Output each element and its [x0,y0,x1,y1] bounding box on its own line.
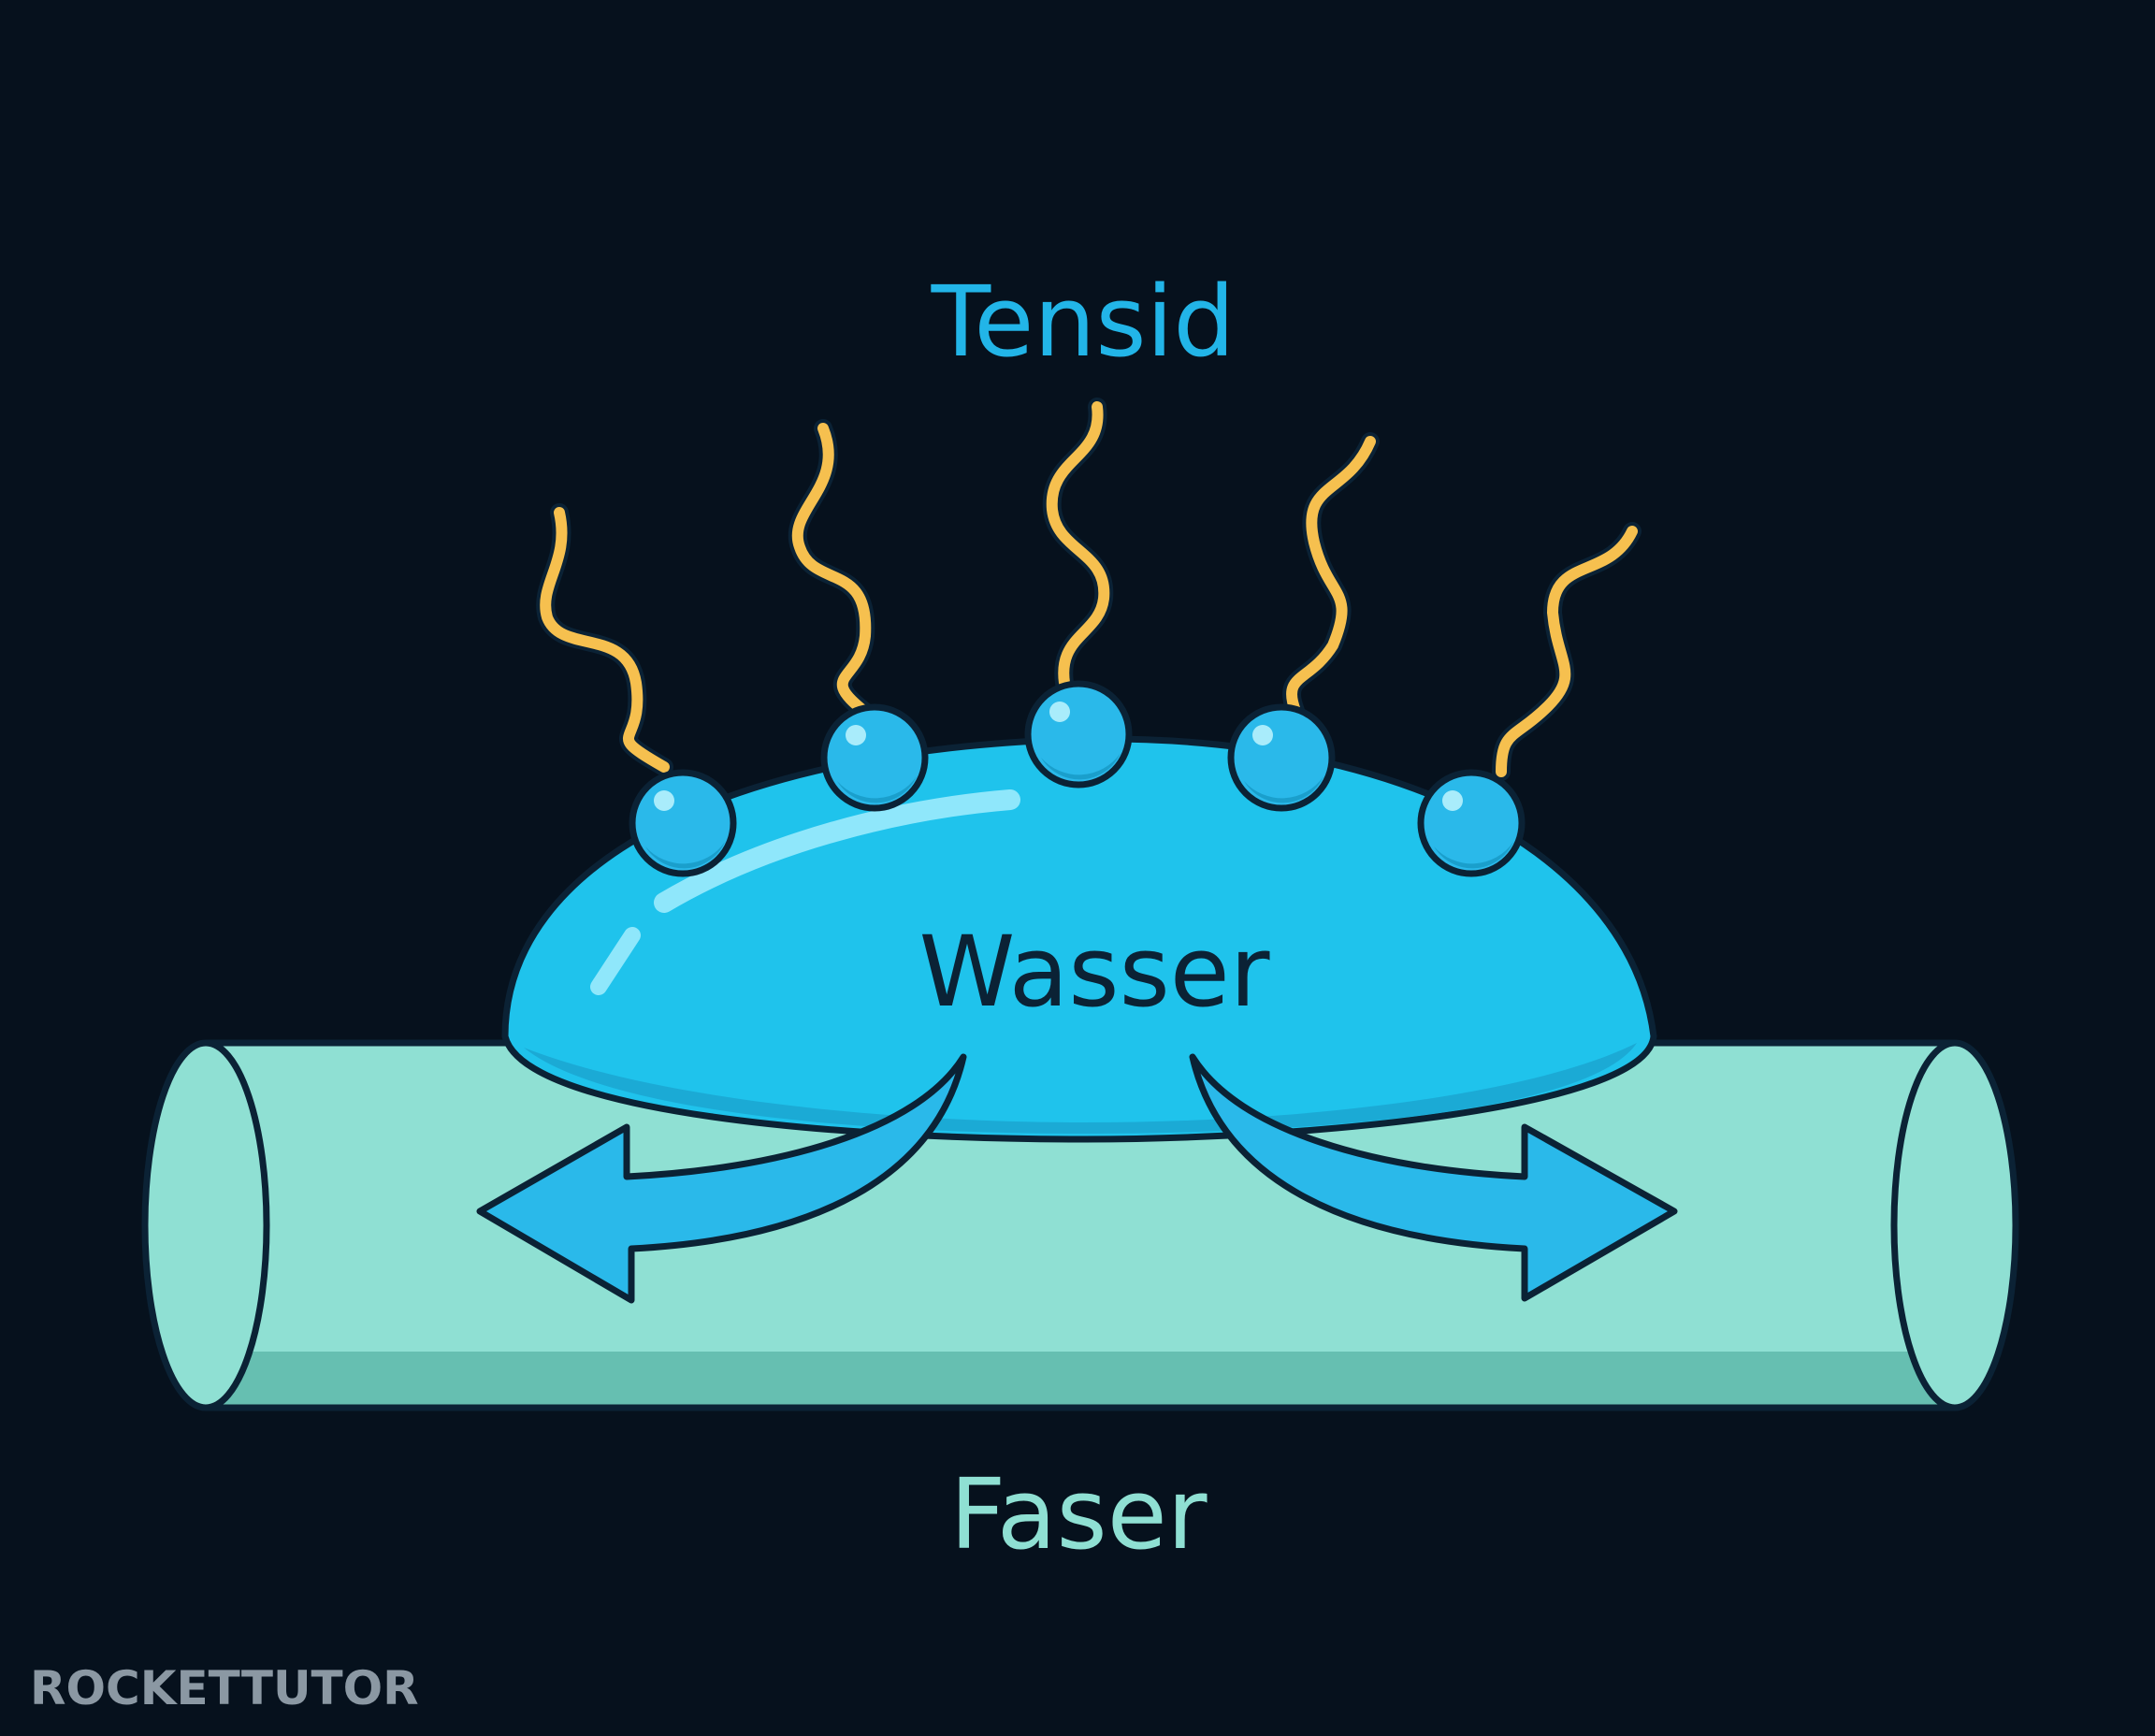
surfactant-molecules [536,398,1642,877]
fiber-cylinder [141,1039,2019,1411]
fiber-left-end [141,1039,270,1411]
surfactant-molecule [1417,522,1642,877]
surfactant-molecule [536,503,737,877]
hydrophilic-head-icon [629,769,737,877]
hydrophilic-head-icon [1417,769,1526,877]
water-label: Wasser [918,915,1269,1029]
hydrophilic-head-icon [1227,703,1336,812]
hydrophilic-head-icon [1024,680,1133,788]
surfactant-molecule [788,419,929,812]
spreading-arrow-left-icon [476,1053,967,1304]
surfactant-label: Tensid [931,265,1236,379]
surfactant-molecule [1024,398,1133,788]
spreading-arrow-right-icon [1189,1053,1678,1302]
hydrophilic-head-icon [820,703,929,812]
surfactant-molecule [1227,432,1380,812]
brand-logo: ROCKETTUTOR [30,1661,419,1715]
fiber-right-end [1890,1039,2019,1411]
fiber-label: Faser [950,1457,1208,1571]
